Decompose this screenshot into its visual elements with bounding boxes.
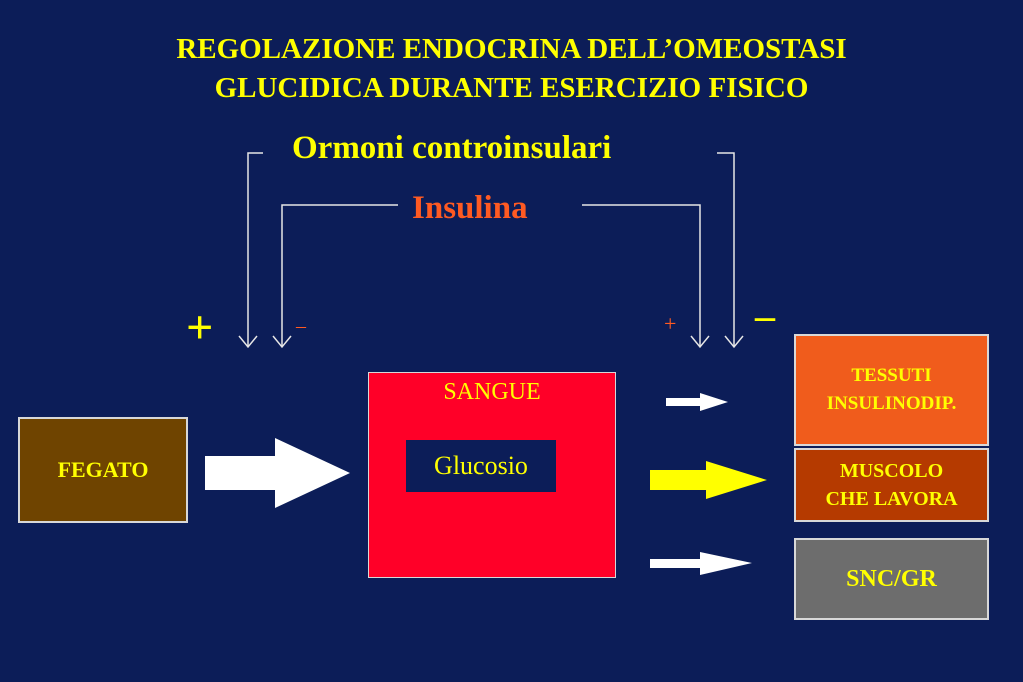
counter-insular-line-left [247, 152, 263, 346]
muscle-label-line-2: CHE LAVORA [825, 488, 958, 510]
insulin-dependent-tissues-box: TESSUTI INSULINODIP. [794, 334, 989, 446]
working-muscle-box: MUSCOLO CHE LAVORA [794, 448, 989, 522]
insulin-line-right [582, 204, 701, 346]
insulin-label: Insulina [412, 190, 528, 226]
tissues-label-line-2: INSULINODIP. [826, 393, 957, 414]
insulin-arrowhead-right [690, 335, 710, 349]
cns-box: SNC/GR [794, 538, 989, 620]
liver-plus-sign: + [186, 301, 214, 354]
blood-to-muscle-arrow [650, 461, 767, 499]
muscle-label-line-1: MUSCOLO [839, 460, 944, 482]
blood-label: SANGUE [443, 379, 541, 405]
insulin-arrowhead-left [272, 335, 292, 349]
blood-to-tissues-arrow [666, 393, 728, 411]
liver-box: FEGATO [18, 417, 188, 523]
title-line-2: GLUCIDICA DURANTE ESERCIZIO FISICO [214, 72, 809, 104]
page-title: REGOLAZIONE ENDOCRINA DELL’OMEOSTASI GLU… [0, 30, 1023, 108]
liver-label: FEGATO [57, 457, 149, 482]
glucose-label: Glucosio [434, 451, 528, 480]
tissue-minus-sign: – [755, 293, 775, 338]
counter-insular-arrowhead-right [724, 335, 744, 349]
tissue-plus-sign: + [664, 311, 677, 336]
counter-insular-hormones-label: Ormoni controinsulari [292, 130, 612, 166]
counter-insular-arrowhead-left [238, 335, 258, 349]
liver-to-blood-arrow [205, 438, 350, 508]
cns-label: SNC/GR [846, 565, 937, 592]
counter-insular-line-right [717, 152, 735, 346]
liver-minus-sign: – [296, 315, 306, 337]
glucose-box: Glucosio [406, 440, 556, 492]
title-line-1: REGOLAZIONE ENDOCRINA DELL’OMEOSTASI [176, 33, 847, 65]
tissues-label-line-1: TESSUTI [851, 365, 932, 386]
insulin-line-left [281, 204, 398, 346]
blood-to-cns-arrow [650, 552, 752, 575]
